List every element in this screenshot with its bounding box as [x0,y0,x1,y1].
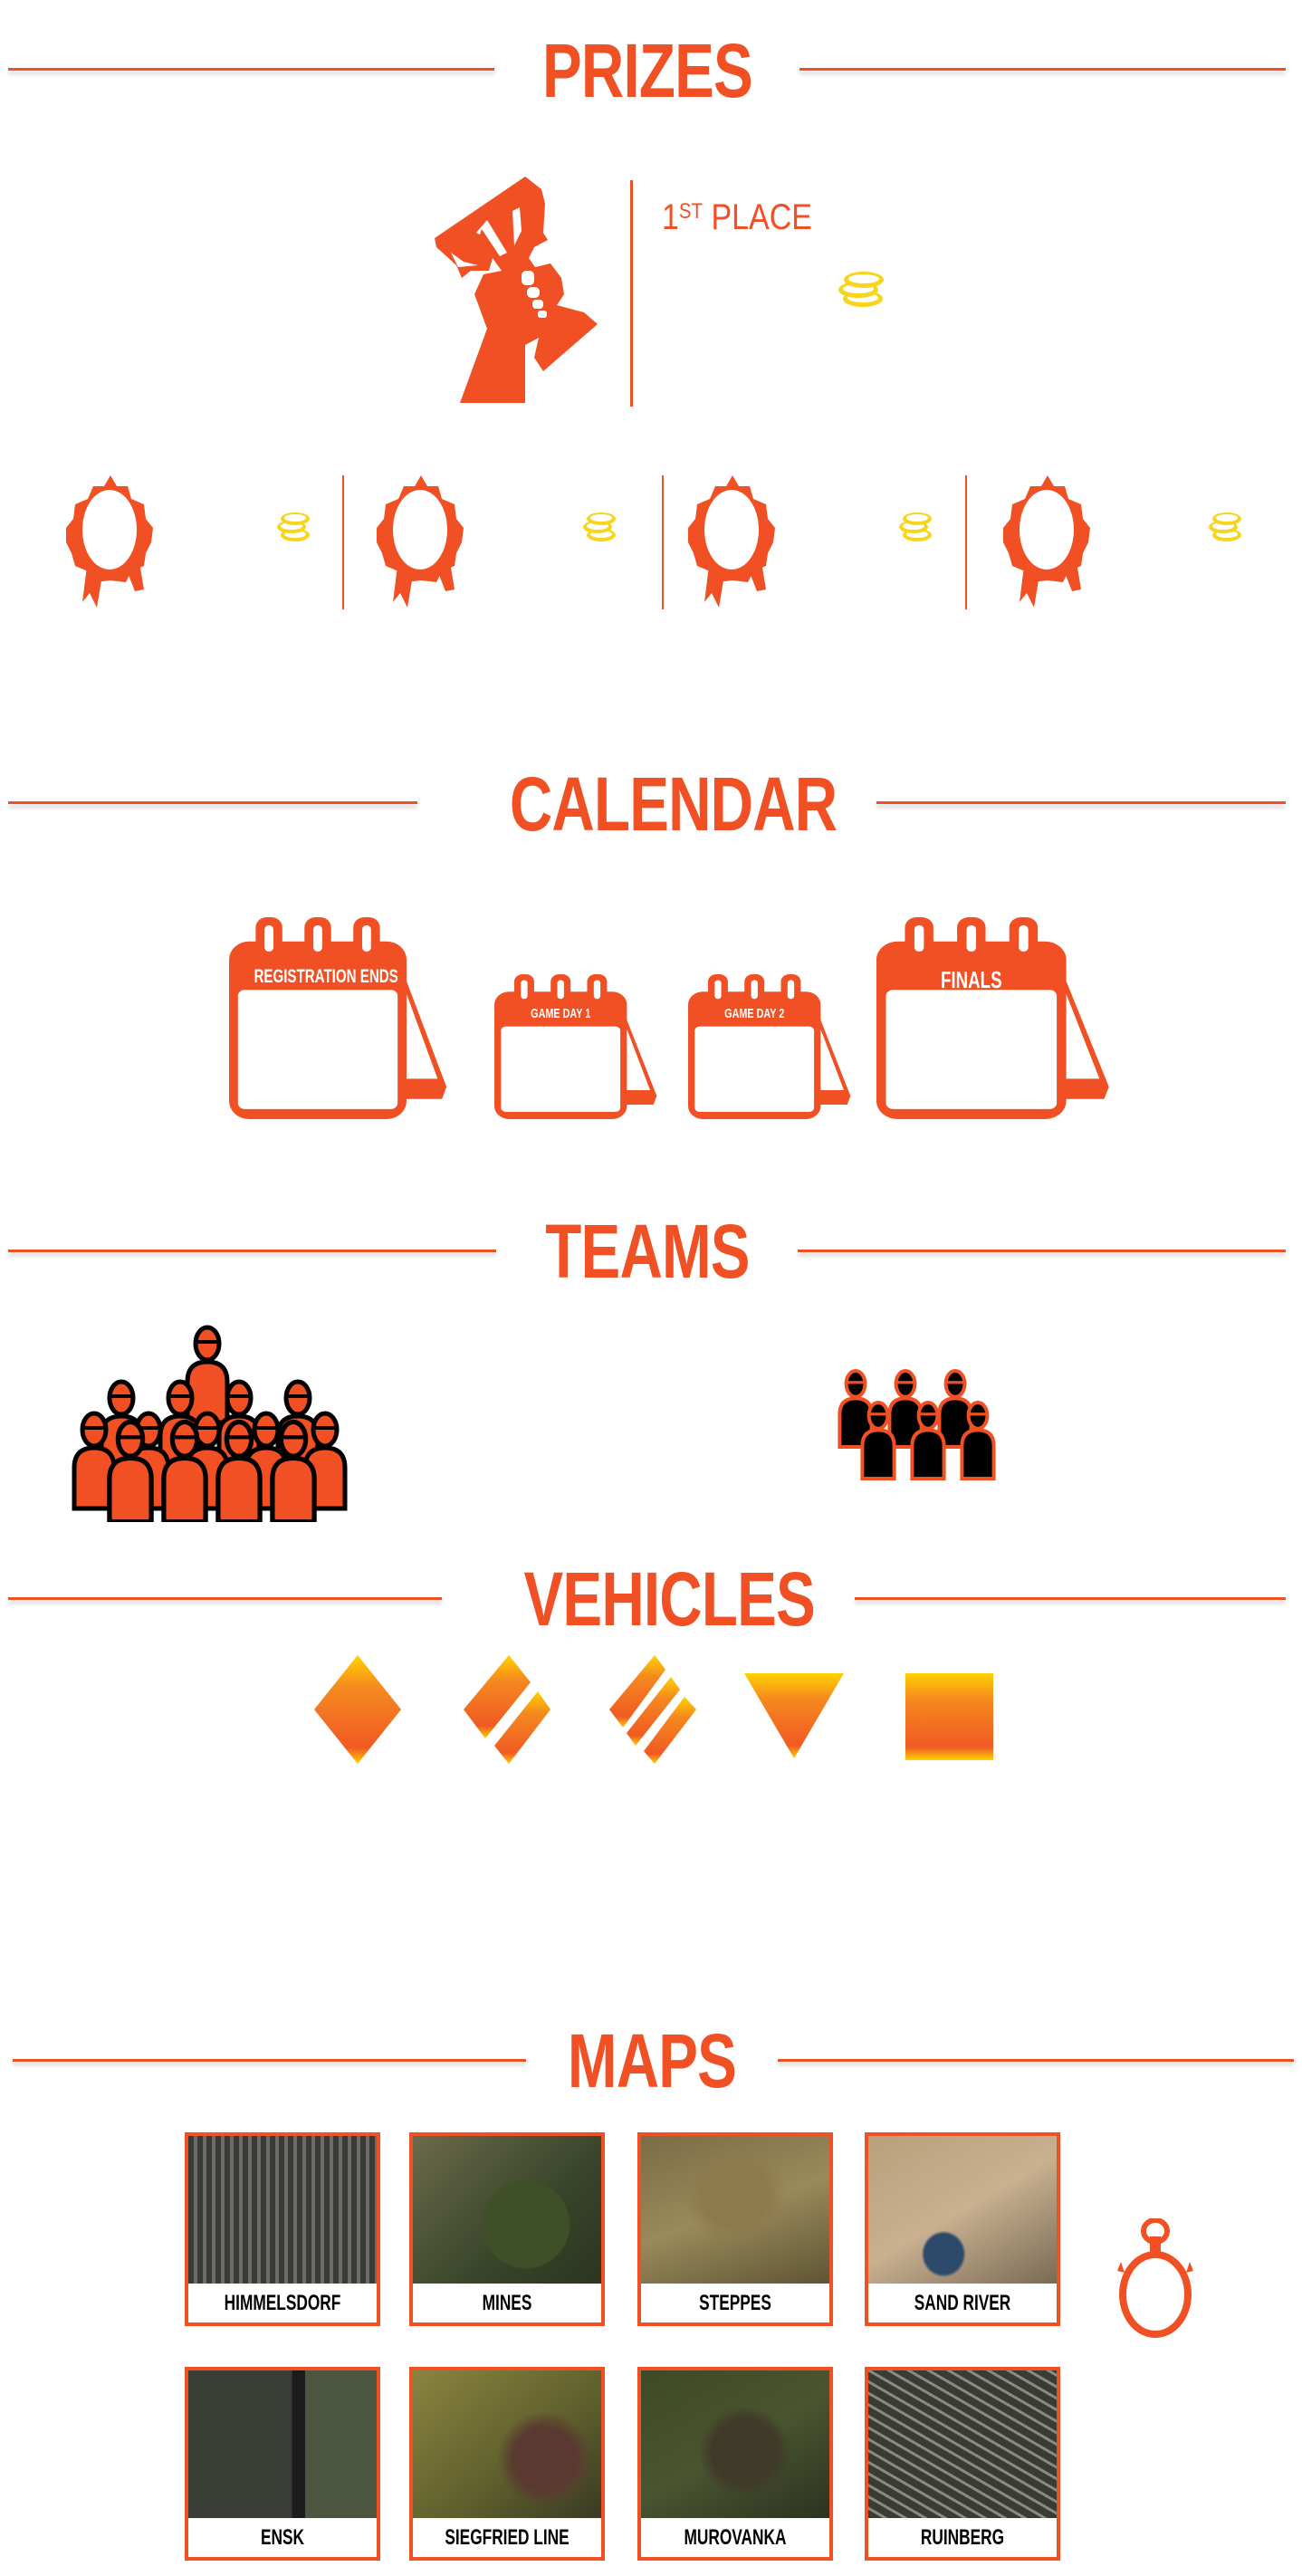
map-card[interactable]: SAND RIVER [865,2132,1060,2326]
calendar-label: FINALS [940,965,1002,993]
ribbon-icon [1003,475,1090,608]
light-tank-icon [314,1655,401,1764]
map-name: HIMMELSDORF [224,2291,341,2315]
map-name: ENSK [260,2525,305,2550]
map-card[interactable]: ENSK [185,2367,380,2561]
map-name: MINES [482,2291,532,2315]
section-divider-right [778,2059,1294,2062]
map-thumbnail [413,2370,601,2518]
person-icon [910,1401,946,1480]
map-thumbnail [641,2136,829,2284]
section-title-vehicles: VEHICLES [523,1556,816,1642]
section-divider-left [8,1250,496,1252]
map-thumbnail [641,2370,829,2518]
section-divider-right [855,1597,1286,1600]
section-divider-right [876,801,1286,804]
medium-tank-icon [464,1655,550,1764]
map-thumbnail [413,2136,601,2284]
spg-icon [905,1673,993,1760]
tank-destroyer-icon [744,1673,844,1758]
section-divider-left [8,1597,442,1600]
prize-divider [965,475,967,609]
gold-coins-icon [838,272,884,307]
stopwatch-icon [1117,2218,1193,2338]
first-place-suffix: ST [678,199,703,224]
first-place-label: 1ST PLACE [662,199,812,235]
person-icon [270,1419,317,1522]
calendar-registration-ends: REGISTRATION ENDS [229,917,451,1119]
prize-divider [662,475,664,609]
prize-divider [630,180,633,407]
section-divider-right [798,1250,1286,1252]
section-divider-left [13,2059,526,2062]
map-thumbnail [868,2370,1057,2518]
trophy-icon [435,177,598,403]
person-icon [860,1401,896,1480]
person-icon [185,1325,230,1425]
map-thumbnail [188,2136,377,2284]
ribbon-icon [688,475,775,608]
person-icon [161,1419,208,1522]
person-icon [960,1401,996,1480]
map-thumbnail [188,2370,377,2518]
prize-divider [342,475,344,609]
calendar-label: GAME DAY 2 [724,1006,785,1022]
map-card[interactable]: MINES [409,2132,605,2326]
section-title-prizes: PRIZES [542,28,753,113]
ribbon-icon [66,475,153,608]
calendar-finals: FINALS [876,917,1114,1119]
calendar-game-day-1: GAME DAY 1 [494,974,660,1119]
gold-coins-icon [583,512,616,541]
calendar-icon [876,917,1109,1119]
map-name: RUINBERG [920,2525,1005,2550]
person-icon [72,1411,117,1511]
map-name: SIEGFRIED LINE [445,2525,570,2550]
gold-coins-icon [1209,512,1241,541]
ribbon-icon [377,475,464,608]
map-card[interactable]: RUINBERG [865,2367,1060,2561]
calendar-icon [229,917,447,1119]
map-card[interactable]: STEPPES [637,2132,833,2326]
map-thumbnail [868,2136,1057,2284]
map-card[interactable]: MUROVANKA [637,2367,833,2561]
section-title-calendar: CALENDAR [509,761,838,847]
person-icon [215,1419,263,1522]
first-place-text: PLACE [711,197,812,237]
section-title-teams: TEAMS [545,1209,750,1294]
heavy-tank-icon [609,1655,696,1764]
map-name: STEPPES [699,2291,771,2315]
person-icon [107,1419,154,1522]
calendar-label: GAME DAY 1 [531,1006,591,1022]
calendar-game-day-2: GAME DAY 2 [688,974,854,1119]
first-place-ordinal: 1 [662,197,679,237]
section-divider-right [799,68,1286,71]
map-card[interactable]: HIMMELSDORF [185,2132,380,2326]
section-divider-left [8,68,494,71]
person-icon [937,1369,973,1449]
calendar-label: REGISTRATION ENDS [254,965,398,987]
map-name: SAND RIVER [914,2291,1011,2315]
gold-coins-icon [899,512,932,541]
map-card[interactable]: SIEGFRIED LINE [409,2367,605,2561]
large-team-icon [72,1325,348,1522]
section-divider-left [8,801,417,804]
map-name: MUROVANKA [684,2525,787,2550]
calendar-icon [688,974,851,1119]
vehicle-types [314,1655,993,1764]
gold-coins-icon [277,512,310,541]
section-title-maps: MAPS [567,2018,737,2103]
small-team-icon [838,1369,996,1480]
calendar-icon [494,974,657,1119]
